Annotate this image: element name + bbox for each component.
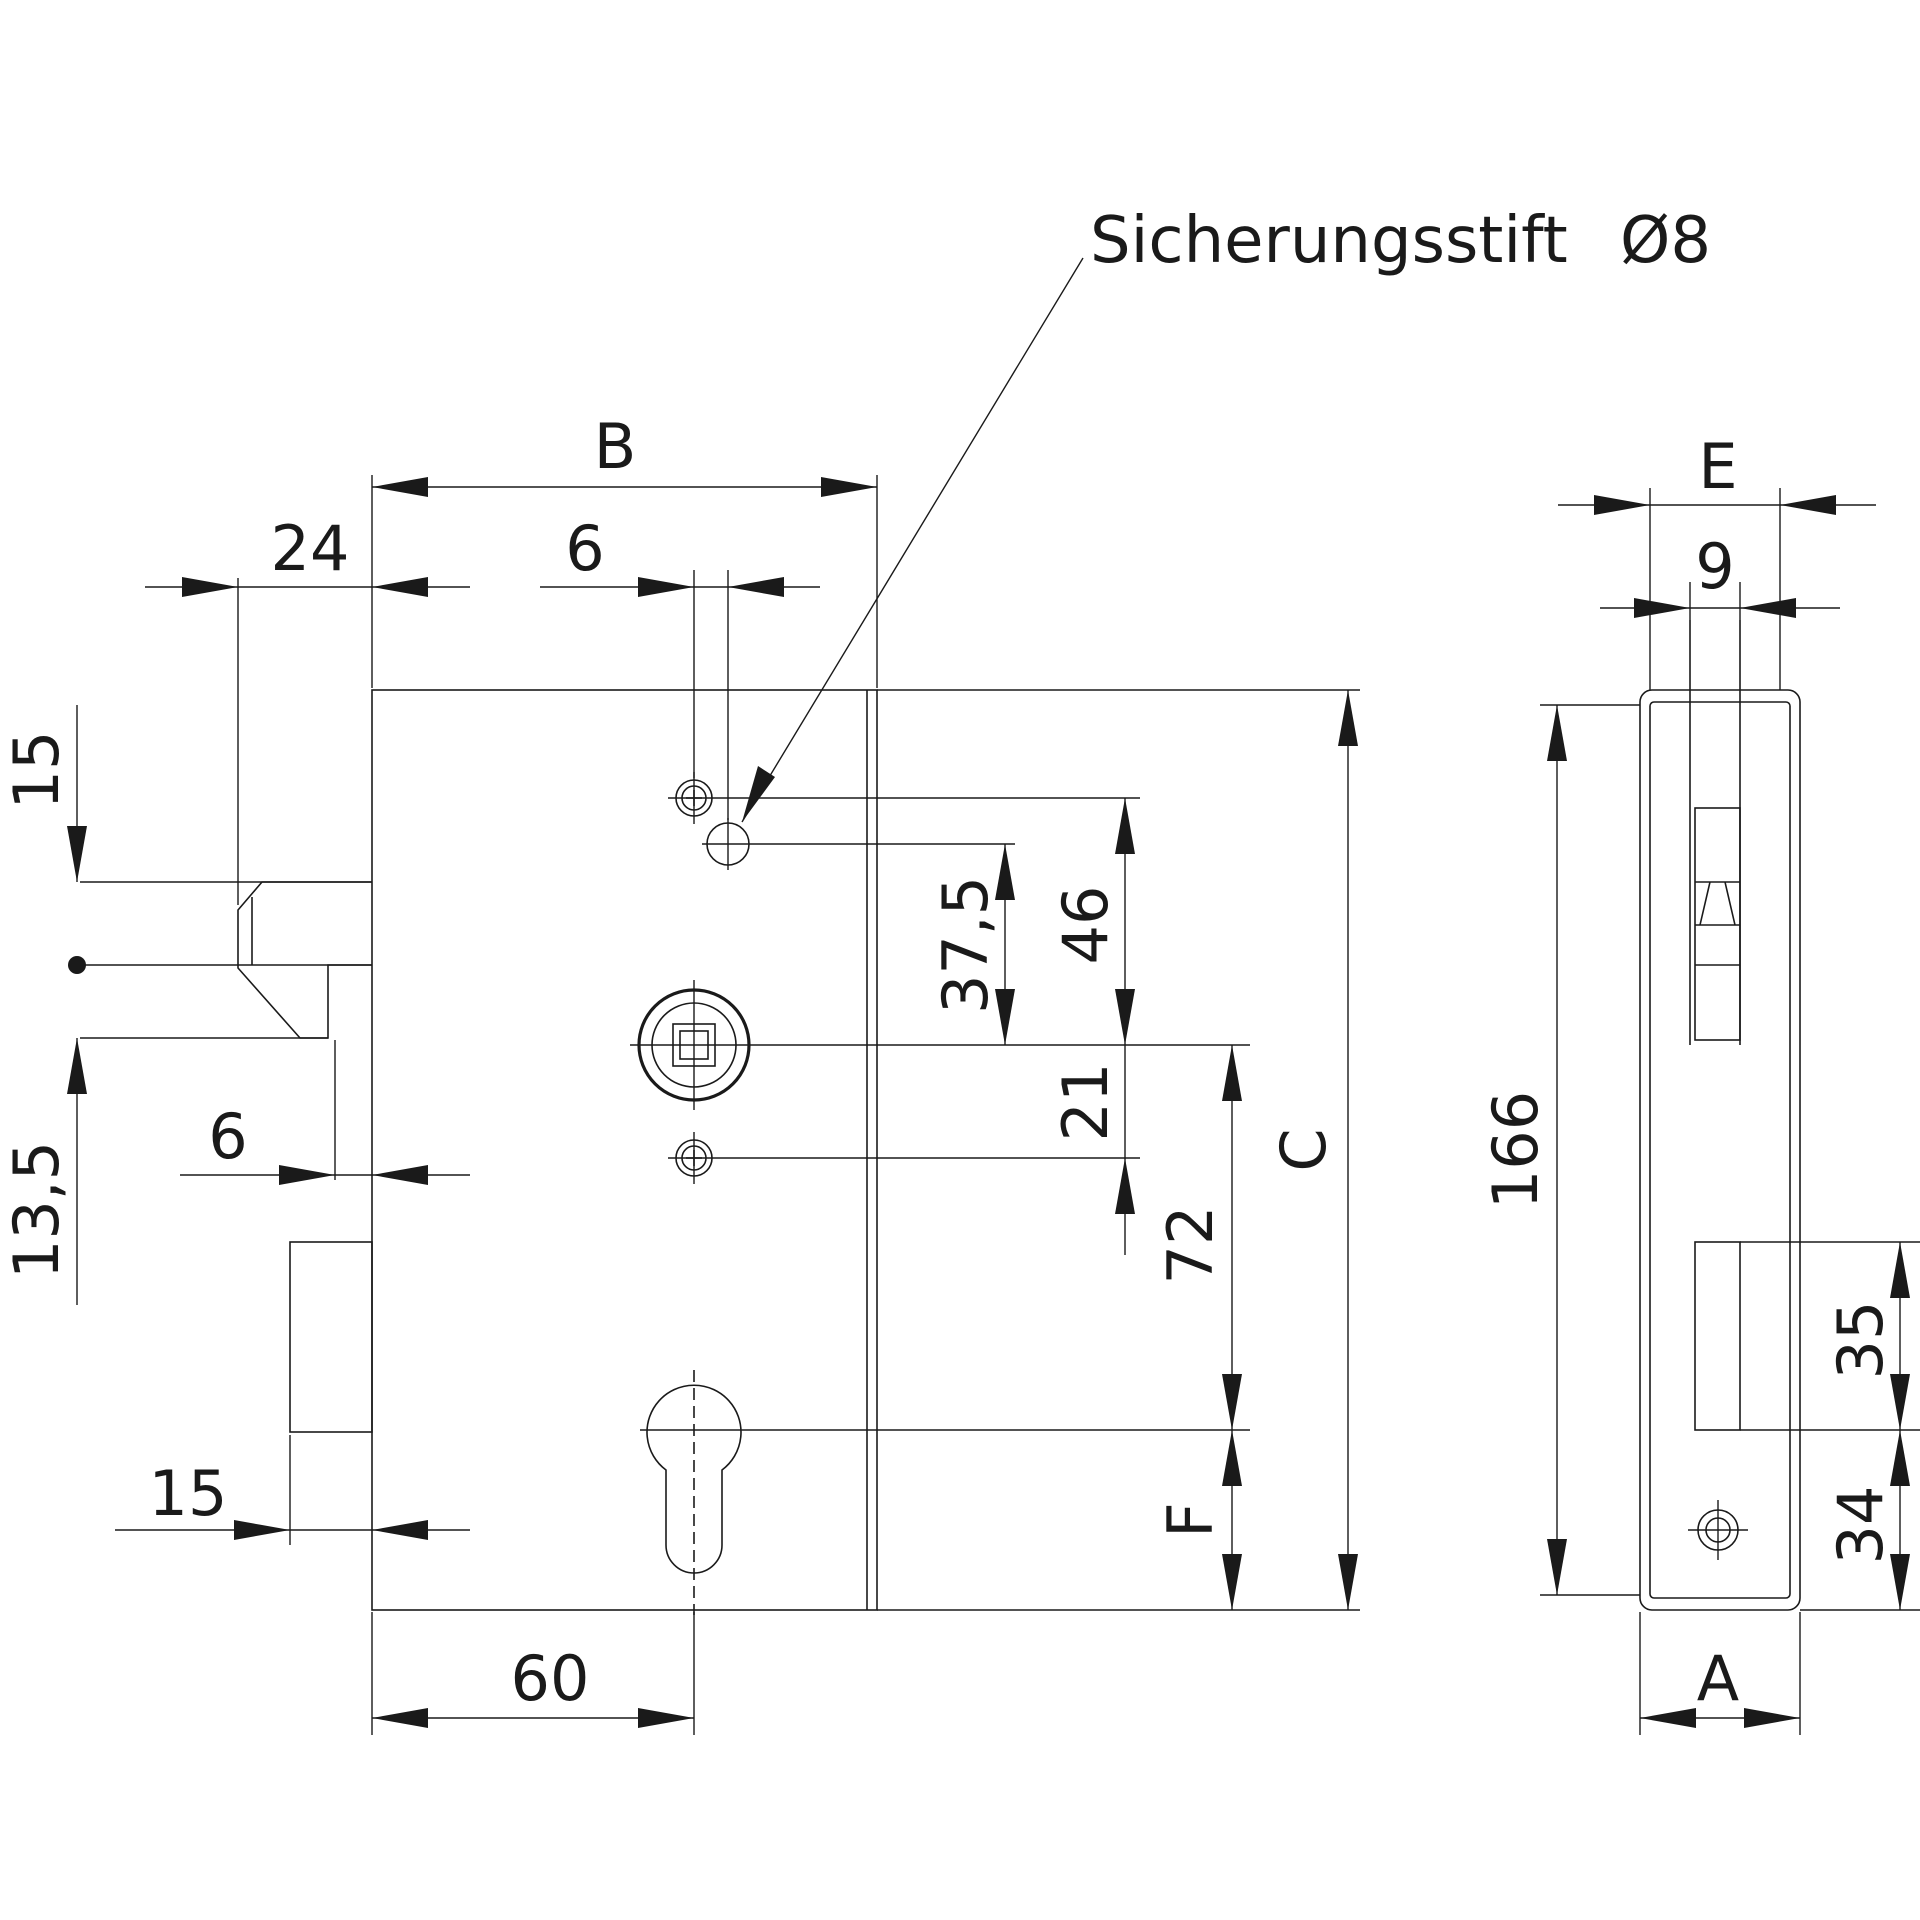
dim-label-6-latch: 6 — [208, 1100, 247, 1173]
dim-label-B: B — [594, 410, 637, 483]
center-marks — [640, 772, 754, 1431]
dim-label-166: 166 — [1479, 1091, 1552, 1209]
dim-label-13-5: 13,5 — [0, 1141, 73, 1279]
side-faceplate-inner — [1649, 701, 1791, 1599]
dim-label-6-top: 6 — [565, 512, 604, 585]
side-bolt-slot — [1694, 1241, 1741, 1431]
dim-label-35: 35 — [1824, 1301, 1897, 1380]
dim-label-24: 24 — [271, 512, 350, 585]
cylinder-keyhole — [646, 1384, 742, 1574]
callout-label: Sicherungsstift Ø8 — [1090, 204, 1711, 278]
dim-label-E: E — [1698, 430, 1737, 503]
dim-label-21: 21 — [1049, 1063, 1122, 1142]
side-latch-slot — [1694, 807, 1741, 1041]
callout-text: Sicherungsstift — [1090, 204, 1568, 278]
dim-label-9: 9 — [1695, 530, 1734, 603]
dimension-labels: B 24 6 15 13,5 6 15 60 37,5 46 21 72 F C… — [0, 410, 1897, 1715]
spindle-follower — [630, 980, 758, 1110]
dim-label-F: F — [1154, 1502, 1227, 1538]
dim-label-37-5: 37,5 — [929, 876, 1002, 1014]
extension-lines — [80, 475, 1360, 1735]
callout-diameter: Ø8 — [1620, 204, 1711, 278]
lock-front-view — [237, 689, 878, 1615]
deadbolt — [289, 1241, 373, 1433]
dim-label-60: 60 — [511, 1642, 590, 1715]
latch-bolt — [237, 881, 372, 1039]
dim-label-A: A — [1697, 1642, 1739, 1715]
dimension-lines — [67, 257, 1358, 1728]
lock-side-view — [1540, 488, 1920, 1735]
dim-label-72: 72 — [1154, 1206, 1227, 1285]
dim-label-C: C — [1267, 1128, 1340, 1171]
dim-label-34: 34 — [1824, 1486, 1897, 1565]
dim-label-15-left: 15 — [0, 731, 73, 810]
side-screw-icon — [1688, 1500, 1748, 1560]
dim-label-46: 46 — [1049, 886, 1122, 965]
lock-body — [371, 689, 878, 1611]
dim-label-15-bottom: 15 — [149, 1457, 228, 1530]
callout-leader — [741, 257, 1084, 823]
side-faceplate-outer — [1639, 689, 1801, 1611]
